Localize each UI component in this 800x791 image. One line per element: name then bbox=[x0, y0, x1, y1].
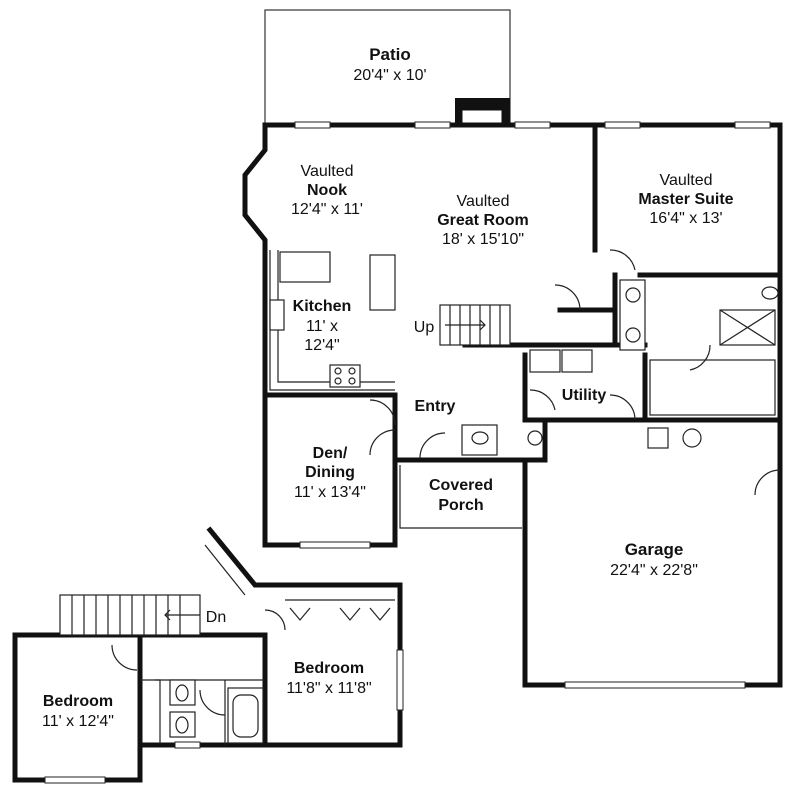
entry-name: Entry bbox=[415, 398, 456, 415]
windows-top bbox=[294, 121, 771, 689]
garage-fixtures bbox=[647, 427, 781, 496]
master-suite-prefix: Vaulted bbox=[659, 172, 712, 189]
upper-fixtures bbox=[44, 599, 404, 784]
kitchen-size-line2: 12'4" bbox=[304, 337, 339, 354]
nook-name: Nook bbox=[307, 182, 347, 199]
door-swings bbox=[369, 249, 711, 459]
kitchen-name: Kitchen bbox=[293, 298, 352, 315]
master-suite-size: 16'4" x 13' bbox=[649, 210, 722, 227]
patio-size: 20'4" x 10' bbox=[353, 67, 426, 84]
den-dining-size: 11' x 13'4" bbox=[294, 484, 366, 501]
stairs-up-label: Up bbox=[414, 319, 435, 336]
patio-name: Patio bbox=[369, 45, 411, 64]
master-suite-name: Master Suite bbox=[638, 191, 733, 208]
upper-stairs bbox=[59, 594, 201, 636]
garage-size: 22'4" x 22'8" bbox=[610, 562, 698, 579]
great-room-size: 18' x 15'10" bbox=[442, 231, 524, 248]
patio-area bbox=[264, 9, 511, 127]
main-stairs bbox=[439, 304, 511, 346]
nook-prefix: Vaulted bbox=[300, 163, 353, 180]
master-bath-fixtures bbox=[619, 279, 779, 416]
bedroom-upper-left-name: Bedroom bbox=[43, 693, 113, 710]
kitchen-fixtures bbox=[269, 251, 396, 388]
bedroom-upper-left-size: 11' x 12'4" bbox=[42, 713, 114, 730]
utility-fixtures bbox=[461, 349, 593, 456]
kitchen-size-line1: 11' x bbox=[306, 318, 338, 335]
den-dining-name-line1: Den/ bbox=[313, 445, 348, 462]
utility-name: Utility bbox=[562, 387, 607, 404]
main-floor-walls bbox=[242, 122, 783, 688]
nook-size: 12'4" x 11' bbox=[291, 201, 363, 218]
great-room-name: Great Room bbox=[437, 212, 529, 229]
den-dining-name-line2: Dining bbox=[305, 464, 355, 481]
covered-porch-name-line1: Covered bbox=[429, 477, 493, 494]
upper-door-swings bbox=[111, 609, 286, 745]
great-room-prefix: Vaulted bbox=[456, 193, 509, 210]
bedroom-upper-right-size: 11'8" x 11'8" bbox=[286, 680, 371, 697]
covered-porch-name-line2: Porch bbox=[438, 497, 483, 514]
garage-name: Garage bbox=[625, 540, 684, 559]
upper-floor-walls bbox=[12, 526, 403, 783]
stairs-down-label: Dn bbox=[206, 609, 226, 626]
bedroom-upper-right-name: Bedroom bbox=[294, 660, 364, 677]
porch bbox=[399, 465, 522, 529]
